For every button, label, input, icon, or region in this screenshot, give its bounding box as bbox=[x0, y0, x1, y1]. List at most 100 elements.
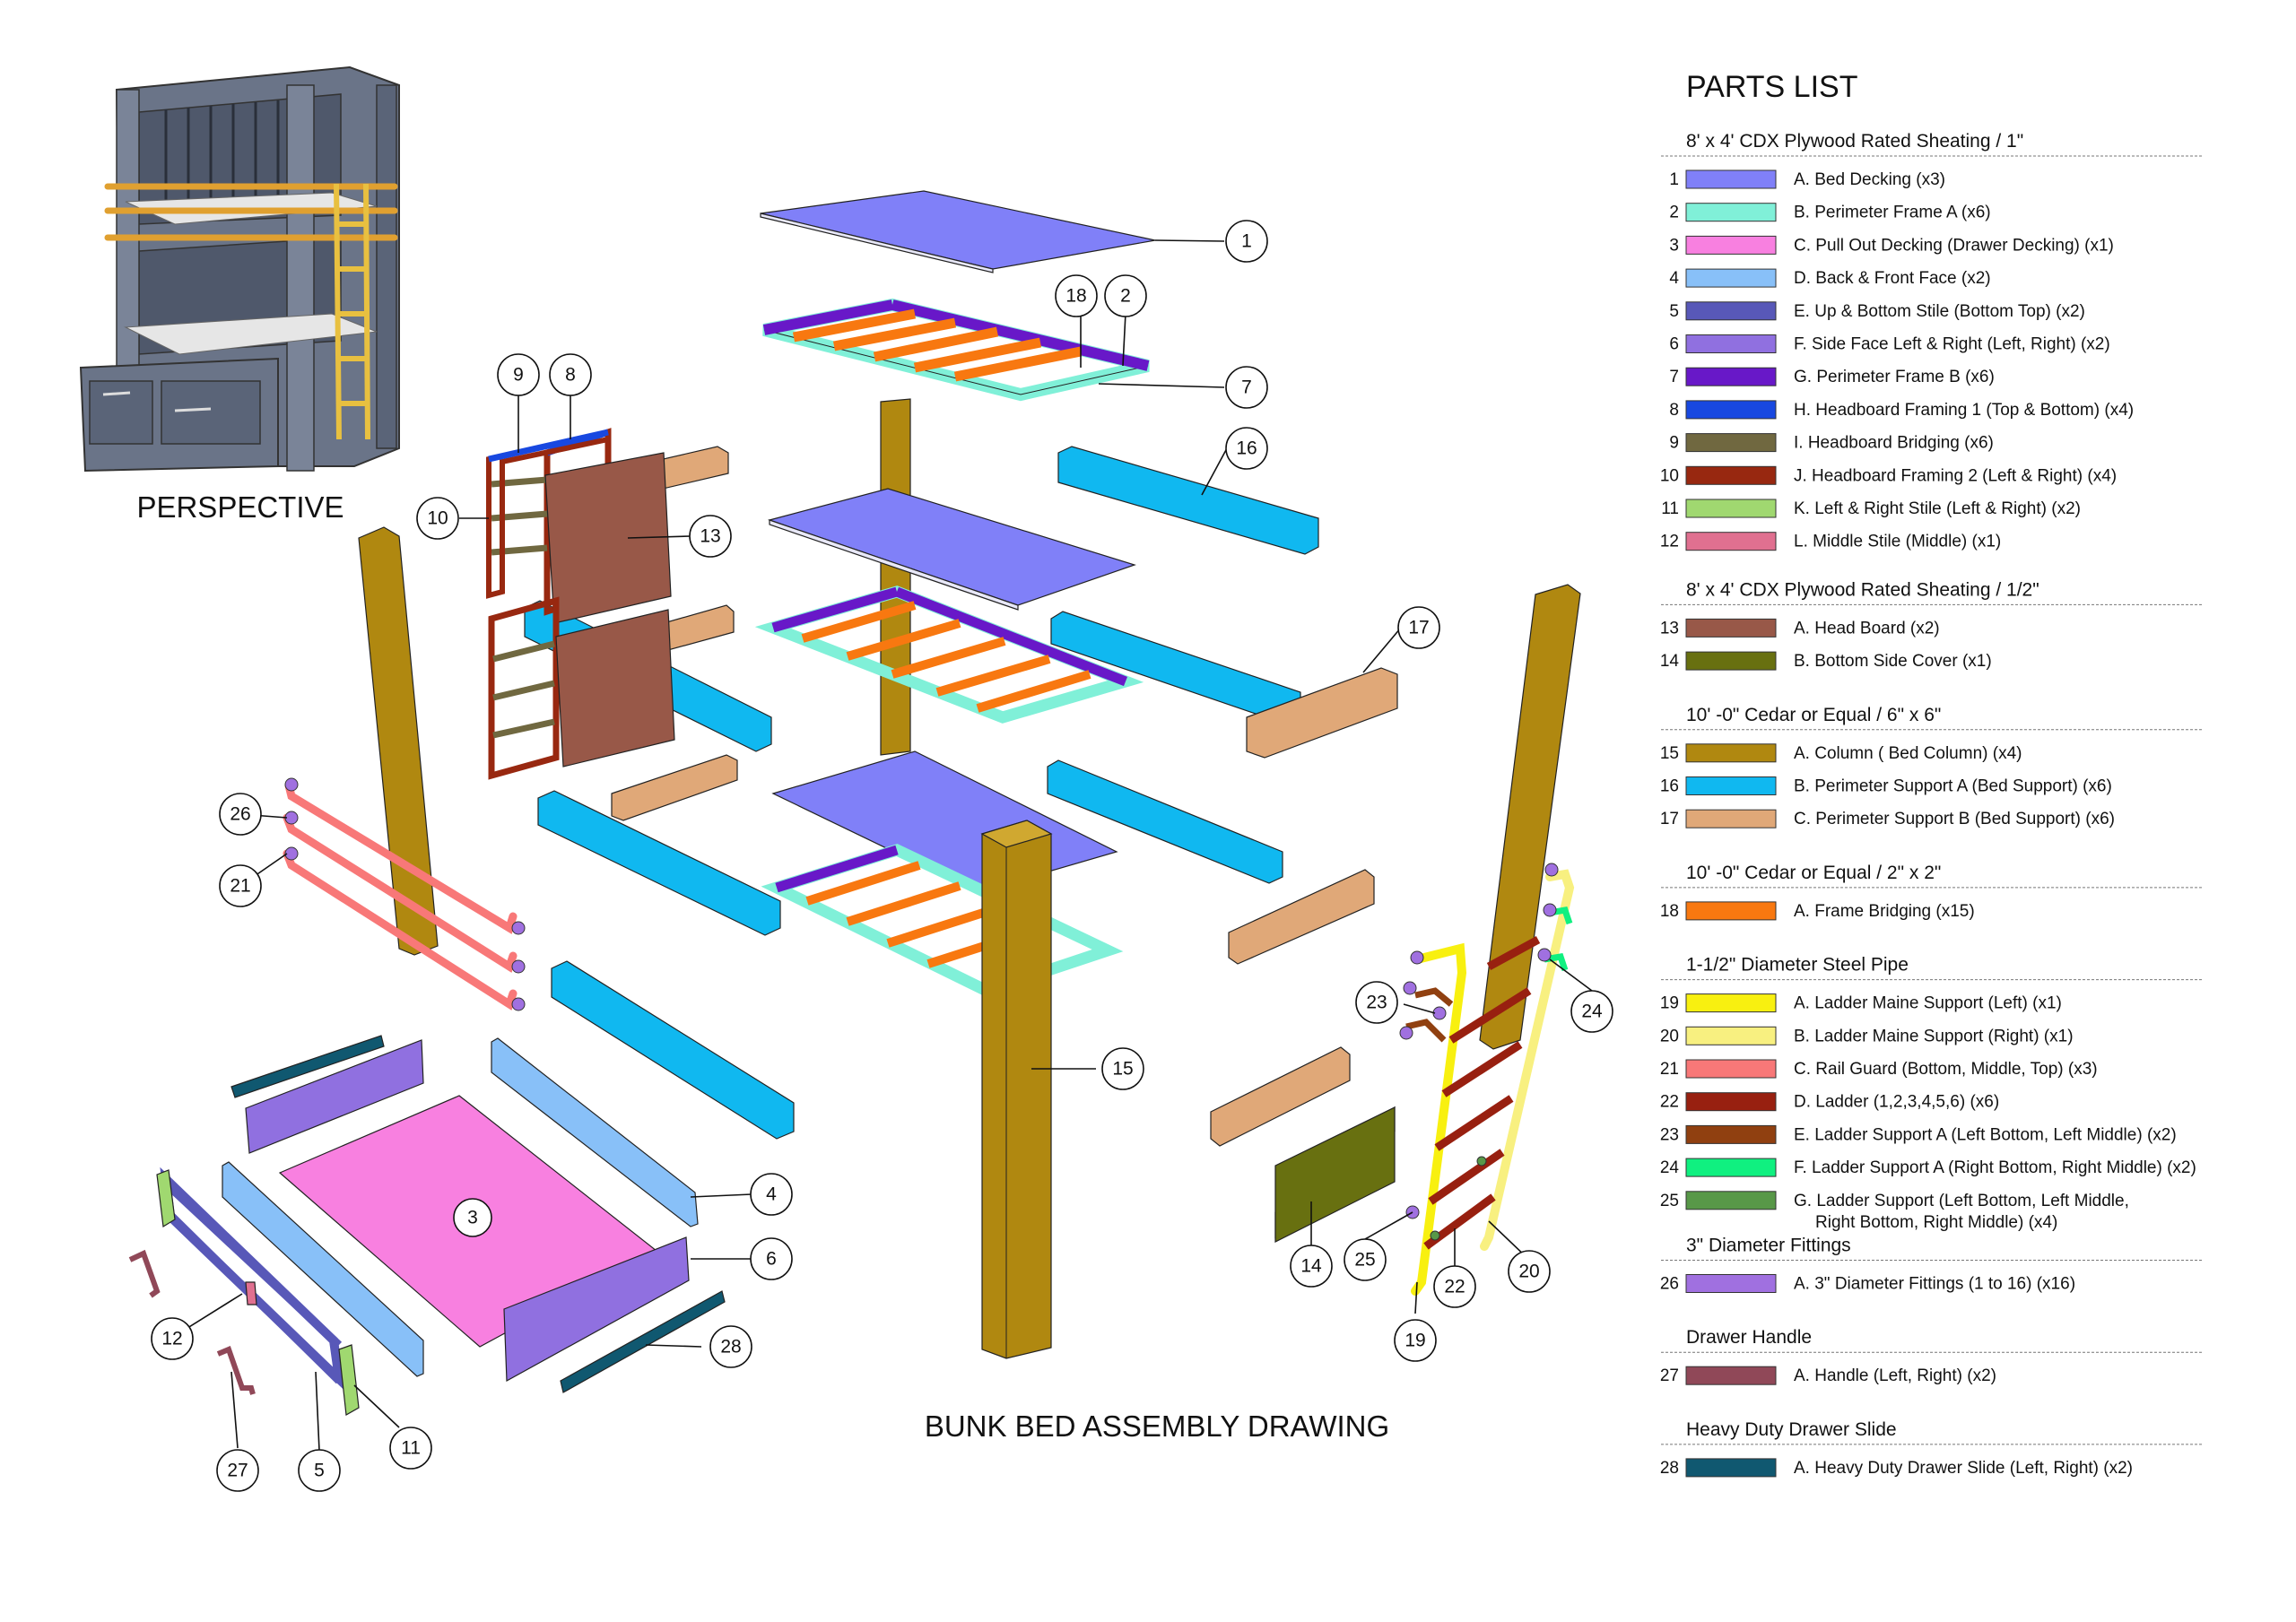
part-number: 2 bbox=[1669, 204, 1679, 222]
callout-bubble-22 bbox=[1433, 1265, 1476, 1308]
part-label: A. Heavy Duty Drawer Slide (Left, Right)… bbox=[1794, 1459, 2133, 1478]
part-number: 11 bbox=[1661, 499, 1679, 518]
part-label: C. Rail Guard (Bottom, Middle, Top) (x3) bbox=[1794, 1060, 2098, 1079]
part-color-swatch bbox=[1685, 1191, 1777, 1210]
callout-number-22: 22 bbox=[1444, 1277, 1465, 1297]
part-number: 9 bbox=[1669, 434, 1679, 453]
callout-bubble-23 bbox=[1355, 981, 1398, 1024]
part-color-swatch bbox=[1685, 901, 1777, 921]
parts-group-header: Heavy Duty Drawer Slide bbox=[1686, 1419, 1897, 1440]
callout-number-5: 5 bbox=[314, 1461, 325, 1481]
callout-bubble-14 bbox=[1290, 1245, 1333, 1288]
callout-number-13: 13 bbox=[700, 526, 720, 547]
part-label: D. Ladder (1,2,3,4,5,6) (x6) bbox=[1794, 1093, 1999, 1112]
callout-number-24: 24 bbox=[1581, 1002, 1603, 1022]
callout-bubble-20 bbox=[1508, 1250, 1551, 1293]
callout-bubble-15 bbox=[1101, 1047, 1144, 1090]
part-color-swatch bbox=[1685, 809, 1777, 828]
part-number: 10 bbox=[1660, 466, 1679, 485]
callout-bubble-11 bbox=[389, 1427, 432, 1470]
callout-bubble-17 bbox=[1397, 606, 1440, 649]
callout-bubble-18 bbox=[1055, 274, 1098, 317]
callout-bubble-26 bbox=[219, 793, 262, 836]
part-label: A. Head Board (x2) bbox=[1794, 619, 1940, 638]
callout-bubble-19 bbox=[1394, 1319, 1437, 1362]
callout-number-9: 9 bbox=[513, 365, 524, 386]
part-number: 25 bbox=[1660, 1192, 1679, 1210]
part-number: 12 bbox=[1660, 533, 1679, 551]
callout-bubble-8 bbox=[549, 353, 592, 396]
part-number: 15 bbox=[1660, 744, 1679, 763]
part-color-swatch bbox=[1685, 169, 1777, 189]
part-number: 5 bbox=[1669, 302, 1679, 321]
part-label: D. Back & Front Face (x2) bbox=[1794, 269, 1991, 288]
callout-bubble-6 bbox=[750, 1237, 793, 1280]
part-label: E. Up & Bottom Stile (Bottom Top) (x2) bbox=[1794, 302, 2085, 321]
part-number: 16 bbox=[1660, 777, 1679, 796]
part-number: 24 bbox=[1660, 1158, 1680, 1177]
part-color-swatch bbox=[1685, 1274, 1777, 1293]
part-label: K. Left & Right Stile (Left & Right) (x2… bbox=[1794, 499, 2081, 518]
callout-number-6: 6 bbox=[766, 1249, 777, 1270]
part-number: 18 bbox=[1660, 902, 1679, 921]
part-color-swatch bbox=[1685, 1458, 1777, 1478]
parts-group-header: 10' -0" Cedar or Equal / 6" x 6" bbox=[1686, 705, 1941, 725]
callout-number-20: 20 bbox=[1518, 1262, 1539, 1282]
callout-bubble-10 bbox=[416, 497, 459, 540]
part-label: C. Pull Out Decking (Drawer Decking) (x1… bbox=[1794, 236, 2114, 255]
callout-bubble-28 bbox=[709, 1325, 752, 1368]
perspective-view: PERSPECTIVE bbox=[72, 65, 404, 524]
part-label: A. Ladder Maine Support (Left) (x1) bbox=[1794, 994, 2062, 1013]
assembly-title: BUNK BED ASSEMBLY DRAWING bbox=[925, 1409, 1389, 1443]
part-label: B. Perimeter Support A (Bed Support) (x6… bbox=[1794, 777, 2112, 796]
part-label: B. Bottom Side Cover (x1) bbox=[1794, 652, 1992, 671]
callout-bubble-13 bbox=[689, 515, 732, 558]
callout-number-18: 18 bbox=[1065, 286, 1086, 307]
callout-number-10: 10 bbox=[427, 508, 448, 529]
part-label: H. Headboard Framing 1 (Top & Bottom) (x… bbox=[1794, 401, 2134, 420]
callout-number-14: 14 bbox=[1300, 1256, 1322, 1277]
parts-group-header: 8' x 4' CDX Plywood Rated Sheating / 1/2… bbox=[1686, 579, 2039, 600]
part-color-swatch bbox=[1685, 268, 1777, 288]
callout-number-17: 17 bbox=[1408, 618, 1429, 638]
part-number: 19 bbox=[1660, 994, 1679, 1013]
callout-number-4: 4 bbox=[766, 1184, 777, 1205]
callout-bubble-25 bbox=[1344, 1238, 1387, 1281]
part-color-swatch bbox=[1685, 993, 1777, 1013]
callout-bubble-3 bbox=[453, 1198, 492, 1237]
callout-number-26: 26 bbox=[230, 804, 250, 825]
part-color-swatch bbox=[1685, 400, 1777, 420]
part-color-swatch bbox=[1685, 367, 1777, 386]
perspective-label: PERSPECTIVE bbox=[136, 490, 344, 524]
parts-group-header: 3" Diameter Fittings bbox=[1686, 1236, 1851, 1256]
part-color-swatch bbox=[1685, 1059, 1777, 1079]
part-label: A. Handle (Left, Right) (x2) bbox=[1794, 1366, 1996, 1385]
callout-number-15: 15 bbox=[1112, 1059, 1133, 1080]
callout-bubble-9 bbox=[497, 353, 540, 396]
part-color-swatch bbox=[1685, 532, 1777, 551]
part-label: F. Side Face Left & Right (Left, Right) … bbox=[1794, 335, 2110, 354]
part-label: C. Perimeter Support B (Bed Support) (x6… bbox=[1794, 810, 2115, 828]
part-color-swatch bbox=[1685, 776, 1777, 795]
part-color-swatch bbox=[1685, 334, 1777, 353]
part-color-swatch bbox=[1685, 618, 1777, 638]
callout-number-21: 21 bbox=[230, 876, 250, 897]
part-label: F. Ladder Support A (Right Bottom, Right… bbox=[1794, 1158, 2196, 1177]
part-label-continued: Right Bottom, Right Middle) (x4) bbox=[1815, 1213, 2057, 1232]
part-color-swatch bbox=[1685, 301, 1777, 321]
callout-number-23: 23 bbox=[1366, 993, 1387, 1013]
part-number: 8 bbox=[1669, 401, 1679, 420]
part-color-swatch bbox=[1685, 203, 1777, 222]
callout-number-27: 27 bbox=[227, 1461, 248, 1481]
part-label: G. Perimeter Frame B (x6) bbox=[1794, 368, 1995, 386]
callout-bubble-1 bbox=[1225, 220, 1268, 263]
callout-bubble-24 bbox=[1570, 990, 1613, 1033]
parts-group-header: 10' -0" Cedar or Equal / 2" x 2" bbox=[1686, 863, 1941, 883]
part-number: 27 bbox=[1660, 1366, 1679, 1385]
callout-bubble-4 bbox=[750, 1173, 793, 1216]
part-label: B. Perimeter Frame A (x6) bbox=[1794, 204, 1991, 222]
callout-number-3: 3 bbox=[467, 1208, 478, 1228]
